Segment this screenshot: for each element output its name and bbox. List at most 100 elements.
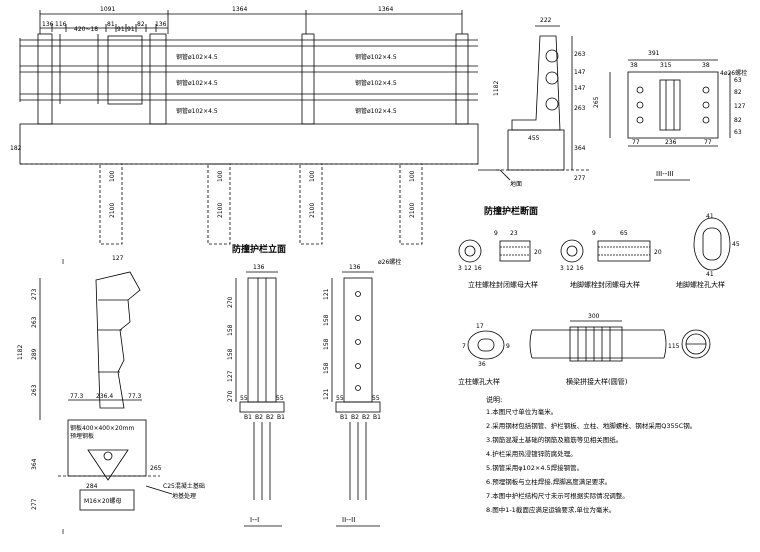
plan-r2: 82 bbox=[734, 89, 742, 96]
anchor-seal-detail: 9 65 3 12 16 20 地脚螺栓封闭螺母大样 bbox=[560, 230, 662, 289]
plan-left: 265 bbox=[593, 96, 600, 108]
elev-sub-1: 136 bbox=[42, 21, 54, 28]
small-sec-b1: 364 bbox=[574, 145, 586, 152]
bolt-seal-d4: 12 bbox=[464, 265, 472, 272]
plan-callout: 4ø26螺栓 bbox=[720, 69, 747, 77]
elev-view-d1: 270 bbox=[227, 296, 234, 308]
note-1: 1.本图尺寸单位为毫米。 bbox=[486, 407, 557, 416]
elev-view-bolt4: B1 bbox=[277, 414, 285, 421]
small-sec-base: 455 bbox=[528, 135, 540, 142]
pile-top-2: 100 bbox=[217, 170, 224, 182]
side-r-dim-2: 364 bbox=[31, 458, 38, 470]
note-8: 8.图中1-1截面应满足运输要求,单位为毫米。 bbox=[486, 505, 615, 514]
plan-dim-c: 38 bbox=[702, 62, 710, 69]
elev-sub-7: 82 bbox=[137, 21, 145, 28]
side-r-dim-3: 277 bbox=[31, 498, 38, 510]
note-6: 6.预埋钢板与立柱焊接,焊脚高度满足要求。 bbox=[486, 477, 611, 486]
small-sec-b2: 277 bbox=[574, 175, 586, 182]
elev-dim-1: 1091 bbox=[100, 6, 115, 13]
bolt-seal-detail: 9 23 3 12 16 20 立柱螺栓封闭螺母大样 bbox=[458, 230, 542, 289]
plan-dim-b: 315 bbox=[660, 62, 672, 69]
joint-detail: 300 115 横梁拼接大样(圆管) bbox=[529, 313, 711, 386]
anchor-seal-d4: 12 bbox=[566, 265, 574, 272]
side-top-dim: 127 bbox=[112, 255, 124, 262]
note-5: 5.钢管采用φ102×4.5焊接钢管。 bbox=[486, 463, 583, 472]
pile-dim-3: 2100 bbox=[309, 203, 316, 218]
rail-label-5: 钢管ø102×4.5 bbox=[355, 79, 397, 87]
anchor-hole-title: 地脚螺栓孔大样 bbox=[676, 280, 725, 289]
notes-heading: 说明: bbox=[486, 395, 502, 404]
plan-dim-total: 391 bbox=[648, 50, 660, 57]
bolt-seal-d3: 3 bbox=[458, 265, 462, 272]
side-plate: 钢板400×400×20mm bbox=[70, 424, 134, 432]
post-hole-d1: 17 bbox=[476, 323, 484, 330]
note-2: 2.采用钢材包括钢管、护栏钢板、立柱、地脚螺栓、钢材采用Q355C钢。 bbox=[486, 421, 696, 430]
bolt-seal-d6: 20 bbox=[534, 249, 542, 256]
bolt-seal-d2: 23 bbox=[510, 230, 518, 237]
plan-b1: 77 bbox=[632, 139, 640, 146]
side-base-3: 77.3 bbox=[128, 393, 142, 400]
section-view: 136 ø26螺栓 121 158 158 158 121 55 55 B1 B… bbox=[323, 258, 401, 527]
side-bottom-width: 284 bbox=[86, 483, 98, 490]
section-d5: 121 bbox=[323, 388, 330, 400]
elev-view-bolt1: B1 bbox=[244, 414, 252, 421]
elev-view-d4: 127 bbox=[227, 370, 234, 382]
plan-detail: 391 38 315 38 4ø26螺栓 265 63 82 127 82 63… bbox=[593, 50, 747, 181]
side-base-2: 236.4 bbox=[96, 393, 113, 400]
post-hole-detail: 17 7 36 9 立柱螺孔大样 bbox=[458, 323, 510, 386]
pile-dim-4: 2100 bbox=[409, 203, 416, 218]
side-bottom-label: M16×20螺母 bbox=[84, 497, 121, 505]
note-7: 7.本图中护栏结构尺寸未示可根据实际情况调整。 bbox=[486, 491, 629, 500]
elev-sub-5: 91 bbox=[117, 26, 125, 33]
section-bolt1: B1 bbox=[340, 414, 348, 421]
anchor-seal-d5: 16 bbox=[576, 265, 584, 272]
post-side-view: I I 127 273 263 289 263 1182 77.3 236.4 … bbox=[17, 255, 205, 536]
elev-view-d5: 270 bbox=[227, 390, 234, 402]
joint-title: 横梁拼接大样(圆管) bbox=[566, 377, 628, 386]
bolt-seal-title: 立柱螺栓封闭螺母大样 bbox=[468, 280, 538, 289]
pile-top-4: 100 bbox=[409, 170, 416, 182]
plan-b2: 236 bbox=[665, 139, 677, 146]
rail-label-6: 钢管ø102×4.5 bbox=[355, 107, 397, 115]
rail-label-4: 钢管ø102×4.5 bbox=[355, 53, 397, 61]
side-label-i-bottom: I bbox=[62, 528, 64, 536]
post-hole-d4: 9 bbox=[506, 343, 510, 350]
rail-label-1: 钢管ø102×4.5 bbox=[176, 53, 218, 61]
bolt-seal-d5: 16 bbox=[474, 265, 482, 272]
pile-dim-1: 2100 bbox=[109, 203, 116, 218]
top-elevation: 1091 1364 1364 136 116 420~18 81 91 91 8… bbox=[10, 6, 538, 245]
elev-dim-3: 1364 bbox=[378, 6, 393, 13]
anchor-hole-d3: 41 bbox=[706, 271, 714, 278]
side-dim-4: 263 bbox=[31, 384, 38, 396]
side-total: 1182 bbox=[17, 345, 24, 360]
section-title: 防撞护栏断面 bbox=[484, 205, 538, 217]
pile-dim-2: 2100 bbox=[217, 203, 224, 218]
section-d1: 121 bbox=[323, 288, 330, 300]
section-d2: 158 bbox=[323, 314, 330, 326]
side-dim-2: 263 bbox=[31, 316, 38, 328]
anchor-hole-d2: 45 bbox=[732, 241, 740, 248]
small-sec-r3: 147 bbox=[574, 85, 586, 92]
post-hole-title: 立柱螺孔大样 bbox=[458, 377, 500, 386]
elev-dim-2: 1364 bbox=[232, 6, 247, 13]
section-width: 136 bbox=[349, 264, 361, 271]
plan-r3: 127 bbox=[734, 103, 746, 110]
side-r-dim-1: 265 bbox=[150, 465, 162, 472]
plan-dim-a: 38 bbox=[630, 62, 638, 69]
section-d4: 158 bbox=[323, 362, 330, 374]
side-base-1: 77.3 bbox=[70, 393, 84, 400]
elev-sub-2: 116 bbox=[55, 21, 67, 28]
section-bolt3: B2 bbox=[362, 414, 370, 421]
side-foundation-label: C25混凝土基础 bbox=[163, 482, 205, 490]
small-section: 222 263 147 147 263 1182 455 364 277 bbox=[493, 17, 590, 182]
section-b1: 55 bbox=[336, 395, 344, 402]
plan-r5: 63 bbox=[734, 129, 742, 136]
side-label-i-top: I bbox=[62, 258, 64, 266]
ground-dim: 182 bbox=[10, 145, 22, 152]
anchor-seal-title: 地脚螺栓封闭螺母大样 bbox=[570, 280, 640, 289]
elev-view-b1: 55 bbox=[240, 395, 248, 402]
anchor-hole-detail: 41 45 41 地脚螺栓孔大样 bbox=[676, 213, 740, 289]
small-sec-r2: 147 bbox=[574, 69, 586, 76]
joint-d2: 115 bbox=[668, 343, 680, 350]
